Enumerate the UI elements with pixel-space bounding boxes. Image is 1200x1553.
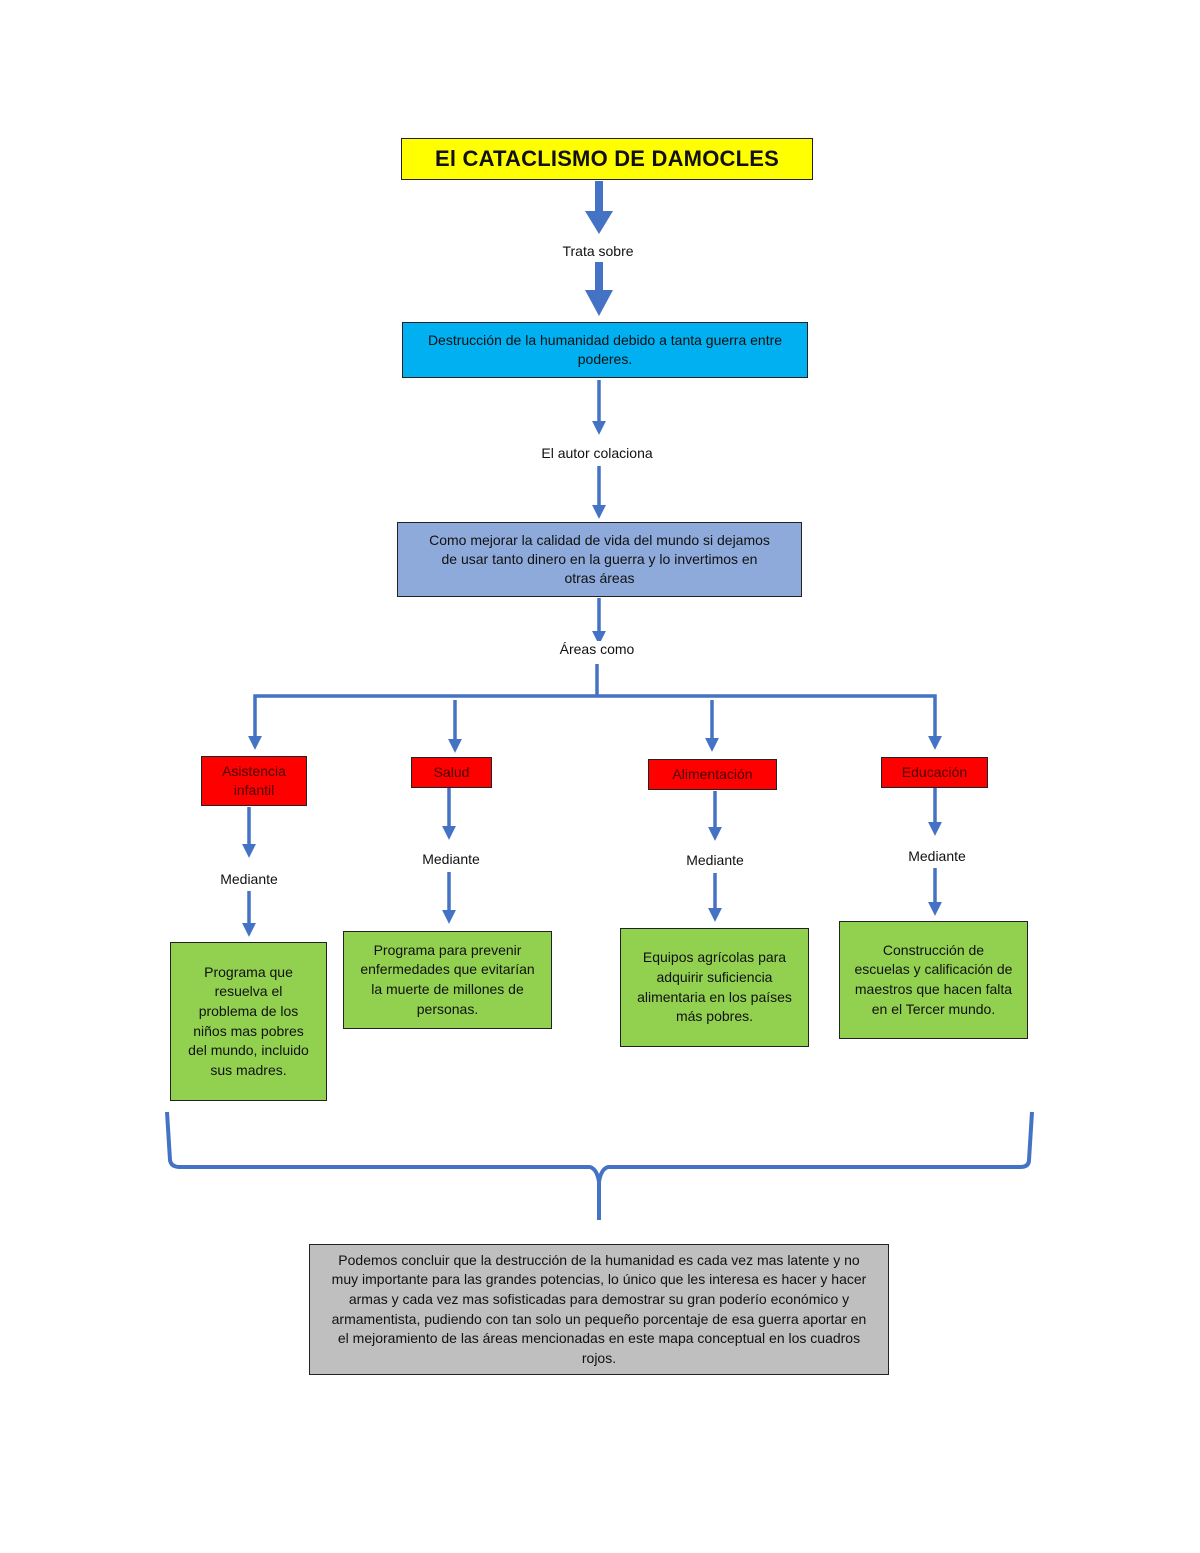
map-title: El CATACLISMO DE DAMOCLES <box>401 138 813 180</box>
area-box-educacion: Educación <box>881 757 988 788</box>
arrow-title-to-label <box>585 181 613 234</box>
area-box-salud: Salud <box>411 757 492 788</box>
label-mediante-alimentacion: Mediante <box>684 852 746 868</box>
detail-box-asistencia-infantil: Programa que resuelva el problema de los… <box>170 942 327 1101</box>
label-el-autor-colaciona: El autor colaciona <box>539 445 655 461</box>
label-mediante-salud: Mediante <box>420 851 482 867</box>
area-box-asistencia-infantil: Asistencia infantil <box>201 756 307 806</box>
arrow-label-to-topic <box>585 262 613 316</box>
detail-box-salud: Programa para prevenir enfermedades que … <box>343 931 552 1029</box>
conclusion-box: Podemos concluir que la destrucción de l… <box>309 1244 889 1375</box>
detail-box-alimentacion: Equipos agrícolas para adquirir suficien… <box>620 928 809 1047</box>
label-trata-sobre: Trata sobre <box>560 243 636 259</box>
label-mediante-educacion: Mediante <box>906 848 968 864</box>
central-question-box: Como mejorar la calidad de vida del mund… <box>397 522 802 597</box>
branch-bar <box>253 694 937 740</box>
detail-box-educacion: Construcción de escuelas y calificación … <box>839 921 1028 1039</box>
topic-box: Destrucción de la humanidad debido a tan… <box>402 322 808 378</box>
curly-brace <box>165 1111 1034 1183</box>
area-box-alimentacion: Alimentación <box>648 759 777 790</box>
label-mediante-asistencia: Mediante <box>218 871 280 887</box>
label-areas-como: Áreas como <box>557 641 637 657</box>
